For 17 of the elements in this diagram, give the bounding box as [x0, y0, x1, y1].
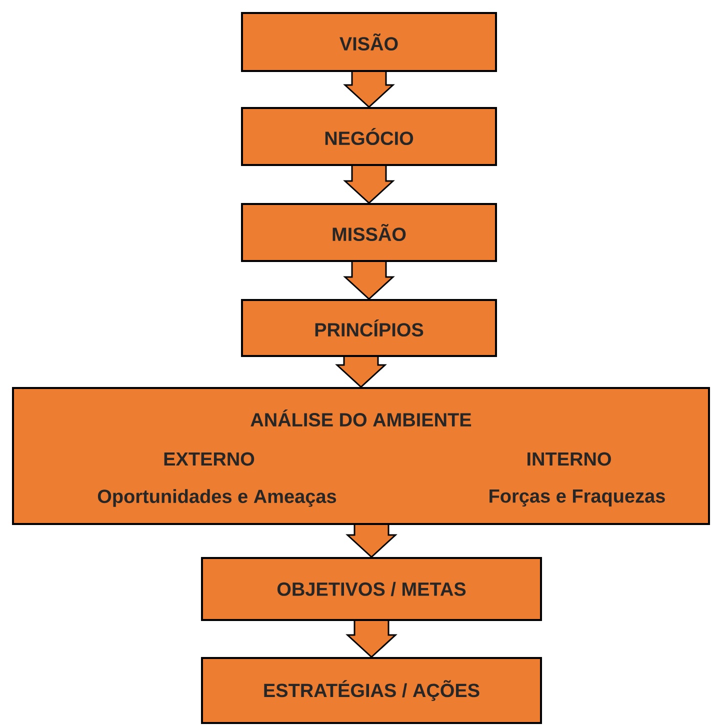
box-text: Forças e Fraquezas	[490, 490, 665, 506]
column-heading: EXTERNO	[164, 452, 254, 466]
block-arrow	[343, 261, 395, 300]
box-heading: ANÁLISE DO AMBIENTE	[250, 410, 472, 427]
block-arrow	[346, 620, 398, 658]
column-heading: INTERNO	[528, 452, 611, 466]
step-box: VISÃO	[241, 12, 497, 72]
step-box: NEGÓCIO	[241, 107, 497, 166]
block-arrow	[335, 356, 387, 388]
step-box: MISSÃO	[241, 203, 497, 262]
step-box: OBJETIVOS / METAS	[201, 557, 542, 621]
block-arrow	[343, 165, 395, 204]
step-box: PRINCÍPIOS	[241, 299, 497, 357]
box-text: Oportunidades e Ameaças	[98, 489, 336, 507]
block-arrow	[346, 524, 398, 558]
block-arrow	[343, 71, 395, 108]
step-box: ESTRATÉGIAS / AÇÕES	[201, 657, 542, 724]
